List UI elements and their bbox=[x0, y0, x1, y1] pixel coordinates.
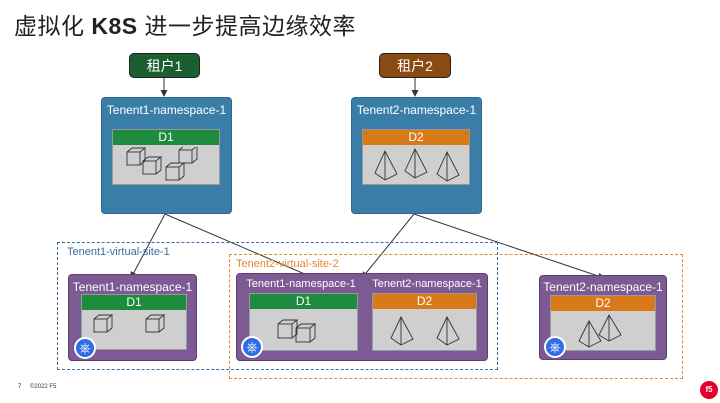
node-middle: Tenent1-namespace-1 Tenent2-namespace-1 … bbox=[236, 273, 488, 361]
deployment-d1-label: D1 bbox=[250, 294, 357, 309]
top-namespace-tenant2: Tenent2-namespace-1 D2 bbox=[351, 97, 482, 214]
pyramid-icon bbox=[578, 314, 622, 348]
node-right: Tenent2-namespace-1 D2 ⎈ bbox=[539, 275, 667, 360]
namespace-title: Tenent1-namespace-1 bbox=[246, 278, 356, 290]
title-part-1: 虚拟化 bbox=[14, 13, 92, 39]
title-part-2: 进一步提高边缘效率 bbox=[137, 13, 357, 39]
node-left: Tenent1-namespace-1 D1 ⎈ bbox=[68, 274, 197, 361]
pyramid-icon bbox=[374, 148, 460, 182]
page-title: 虚拟化 K8S 进一步提高边缘效率 bbox=[14, 7, 356, 41]
namespace-title: Tenent1-namespace-1 bbox=[72, 280, 193, 294]
deployment-d1: D1 bbox=[112, 129, 220, 185]
page-number: 7 bbox=[18, 384, 22, 390]
virtual-site-tenant1 bbox=[57, 242, 498, 370]
title-k8s: K8S bbox=[91, 13, 138, 39]
virtual-site-tenant1-label: Tenent1-virtual-site-1 bbox=[67, 246, 170, 258]
d2-to-mid-arrow bbox=[361, 213, 415, 279]
tenant2-label: 租户2 bbox=[379, 53, 451, 78]
tenant1-label: 租户1 bbox=[129, 53, 200, 78]
deployment-d2: D2 bbox=[550, 295, 656, 351]
cube-icon bbox=[277, 319, 317, 343]
namespace-title: Tenent1-namespace-1 bbox=[106, 103, 227, 117]
cube-icon bbox=[93, 314, 166, 333]
kubernetes-icon: ⎈ bbox=[544, 336, 566, 358]
deployment-d1: D1 bbox=[249, 293, 358, 351]
d1-to-left-arrow bbox=[130, 213, 166, 279]
copyright: ©2022 F5 bbox=[30, 384, 57, 390]
virtual-site-tenant2 bbox=[229, 254, 683, 379]
deployment-d2-label: D2 bbox=[551, 296, 655, 311]
pyramid-icon bbox=[390, 316, 460, 346]
deployment-d2-label: D2 bbox=[373, 294, 476, 309]
deployment-d2-label: D2 bbox=[363, 130, 469, 145]
namespace-title: Tenent2-namespace-1 bbox=[372, 278, 482, 290]
virtual-site-tenant2-label: Tenent2-virtual-site-2 bbox=[236, 258, 339, 270]
deployment-d2: D2 bbox=[372, 293, 477, 351]
kubernetes-icon: ⎈ bbox=[74, 337, 96, 359]
top-namespace-tenant1: Tenent1-namespace-1 D1 bbox=[101, 97, 232, 214]
kubernetes-icon: ⎈ bbox=[241, 336, 263, 358]
cube-icon bbox=[126, 147, 198, 181]
f5-logo: f5 bbox=[700, 381, 718, 399]
namespace-title: Tenent2-namespace-1 bbox=[356, 103, 477, 117]
deployment-d1-label: D1 bbox=[82, 295, 186, 310]
deployment-d1-label: D1 bbox=[113, 130, 219, 145]
d2-to-right-arrow bbox=[413, 213, 605, 280]
deployment-d2: D2 bbox=[362, 129, 470, 185]
namespace-title: Tenent2-namespace-1 bbox=[543, 280, 663, 294]
deployment-d1: D1 bbox=[81, 294, 187, 350]
